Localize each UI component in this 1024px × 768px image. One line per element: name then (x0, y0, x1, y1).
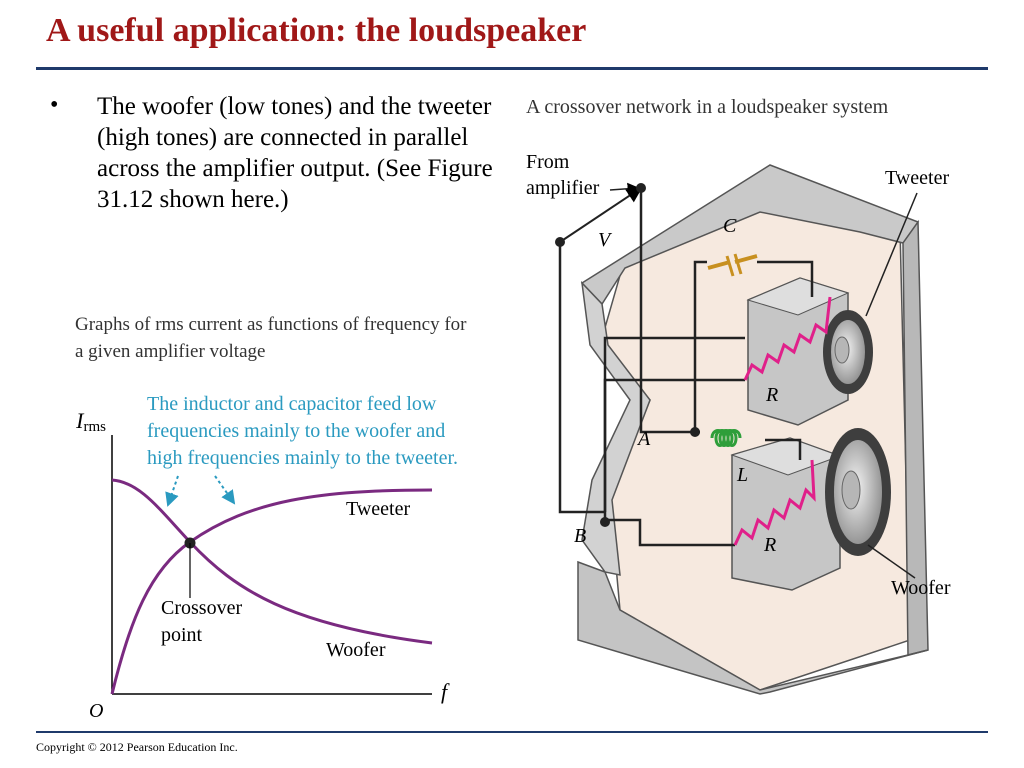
title-divider (36, 67, 988, 70)
tweeter-block-top (746, 277, 850, 316)
graph-figure-caption: Graphs of rms current as functions of fr… (75, 314, 467, 362)
x-axis-label: f (441, 679, 450, 704)
tweeter-label: Tweeter (885, 167, 949, 189)
crossover-label-line-1: Crossover (161, 597, 242, 619)
annotation-line-1: The inductor and capacitor feed low (147, 393, 437, 415)
node-a-dot (690, 427, 700, 437)
voltage-label: V (598, 229, 613, 251)
tweeter-curve-label: Tweeter (346, 498, 410, 520)
node-b-label: B (574, 525, 586, 547)
node-b-dot (600, 517, 610, 527)
inductor-coil-icon (710, 429, 742, 447)
from-amplifier-arrow (609, 182, 640, 195)
y-axis-label: Irms (75, 408, 106, 435)
tweeter-dome (834, 336, 850, 364)
inductor-label: L (736, 464, 748, 486)
annotation-line-2: frequencies mainly to the woofer and (147, 420, 445, 442)
annotation-arrow-woofer (165, 475, 179, 507)
woofer-dome (841, 470, 861, 510)
node-a-label: A (636, 428, 651, 450)
tweeter-leader (865, 192, 918, 317)
capacitor-label: C (723, 215, 737, 237)
rms-current-graph: Irms f O The inductor and capacitor feed… (75, 393, 458, 722)
amplifier-terminal-top (636, 183, 646, 193)
capacitor-icon (707, 253, 758, 277)
bullet-text: The woofer (low tones) and the tweeter (… (97, 93, 493, 213)
origin-label: O (89, 700, 103, 722)
from-amplifier-label-2: amplifier (526, 177, 600, 199)
amplifier-terminal-left (555, 237, 565, 247)
annotation-arrow-tweeter (214, 475, 236, 505)
woofer-leader (867, 544, 916, 579)
resistor-top-icon (743, 296, 832, 381)
cabinet-bottom-panel (577, 560, 929, 695)
footer-divider (36, 731, 988, 733)
speaker-cabinet: From amplifier V C Tweeter R A L R B Woo… (526, 151, 951, 695)
copyright-notice: Copyright © 2012 Pearson Education Inc. (36, 740, 238, 754)
amplifier-arrow (559, 186, 643, 243)
bullet-marker: • (50, 92, 59, 118)
slide-title: A useful application: the loudspeaker (46, 12, 587, 49)
crossover-label-line-2: point (161, 624, 203, 646)
woofer-label: Woofer (891, 577, 951, 599)
resistor-top-label: R (765, 384, 778, 406)
woofer-curve-label: Woofer (326, 639, 386, 661)
woofer-curve (111, 478, 433, 645)
resistor-bottom-icon (733, 459, 816, 546)
cabinet-top-panel (580, 164, 920, 306)
speaker-figure-caption: A crossover network in a loudspeaker sys… (526, 96, 889, 118)
from-amplifier-label-1: From (526, 151, 570, 173)
annotation-line-3: high frequencies mainly to the tweeter. (147, 447, 458, 469)
tweeter-curve (110, 488, 433, 695)
resistor-bottom-label: R (763, 534, 776, 556)
